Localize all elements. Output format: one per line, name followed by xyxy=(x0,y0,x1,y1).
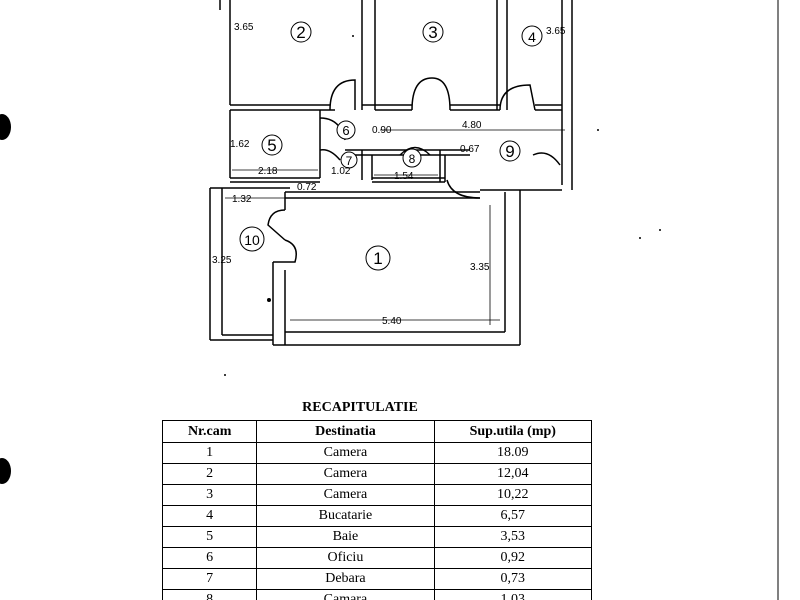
room-number-5: 5 xyxy=(267,136,276,155)
dimension-0-72: 0.72 xyxy=(297,182,317,193)
cell-nr: 4 xyxy=(161,505,258,527)
room-number-9: 9 xyxy=(505,142,514,161)
table-row: 1 Camera 18.09 xyxy=(161,442,593,464)
recap-title: RECAPITULATIE xyxy=(302,400,418,415)
header-destinatia: Destinatia xyxy=(256,420,435,443)
room-number-2: 2 xyxy=(296,23,305,42)
header-nr-cam: Nr.cam xyxy=(161,420,258,443)
dimension-5-40: 5.40 xyxy=(382,316,402,327)
recap-table: Nr.cam Destinatia Sup.utila (mp) 1 Camer… xyxy=(161,420,593,600)
cell-nr: 8 xyxy=(161,589,258,600)
cell-dest: Bucatarie xyxy=(256,505,435,527)
punch-hole-bottom xyxy=(0,458,11,484)
cell-sup: 3,53 xyxy=(433,526,593,548)
table-row: 7 Debara 0,73 xyxy=(161,568,593,590)
cell-dest: Camara xyxy=(256,589,435,600)
cell-sup: 0,73 xyxy=(433,568,593,590)
dimension-2-18: 2.18 xyxy=(258,166,278,177)
cell-sup: 1,03 xyxy=(433,589,593,600)
table-row: 3 Camera 10,22 xyxy=(161,484,593,506)
table-row: 4 Bucatarie 6,57 xyxy=(161,505,593,527)
dimension-1-62: 1.62 xyxy=(230,139,250,150)
table-row: 6 Oficiu 0,92 xyxy=(161,547,593,569)
room-number-1: 1 xyxy=(373,249,382,268)
cell-nr: 5 xyxy=(161,526,258,548)
table-row: 2 Camera 12,04 xyxy=(161,463,593,485)
dimension-4-80: 4.80 xyxy=(462,120,482,131)
cell-nr: 6 xyxy=(161,547,258,569)
dimension-1-02: 1.02 xyxy=(331,166,351,177)
dimension-1-32: 1.32 xyxy=(232,194,252,205)
cell-nr: 2 xyxy=(161,463,258,485)
header-sup-utila: Sup.utila (mp) xyxy=(433,420,593,443)
cell-nr: 7 xyxy=(161,568,258,590)
dimension-3-25: 3.25 xyxy=(212,255,232,266)
dimension-3-65-right: 3.65 xyxy=(546,26,566,37)
dimension-0-90: 0.90 xyxy=(372,125,392,136)
dimension-1-54: 1.54 xyxy=(394,171,414,182)
room-number-10: 10 xyxy=(244,232,260,248)
cell-sup: 6,57 xyxy=(433,505,593,527)
cell-dest: Camera xyxy=(256,442,435,464)
cell-dest: Camera xyxy=(256,463,435,485)
cell-nr: 3 xyxy=(161,484,258,506)
room-number-3: 3 xyxy=(428,23,437,42)
cell-dest: Baie xyxy=(256,526,435,548)
room-number-8: 8 xyxy=(409,152,416,166)
recap-header-row: Nr.cam Destinatia Sup.utila (mp) xyxy=(161,420,593,443)
cell-sup: 12,04 xyxy=(433,463,593,485)
cell-dest: Oficiu xyxy=(256,547,435,569)
room-number-7: 7 xyxy=(346,154,353,168)
dimension-0-67: 0.67 xyxy=(460,144,480,155)
cell-sup: 10,22 xyxy=(433,484,593,506)
dimension-3-65-left: 3.65 xyxy=(234,22,254,33)
cell-sup: 18.09 xyxy=(433,442,593,464)
room-number-4: 4 xyxy=(528,29,536,45)
cell-dest: Debara xyxy=(256,568,435,590)
punch-hole-top xyxy=(0,114,11,140)
table-row: 5 Baie 3,53 xyxy=(161,526,593,548)
room-number-6: 6 xyxy=(342,123,349,138)
cell-nr: 1 xyxy=(161,442,258,464)
cell-sup: 0,92 xyxy=(433,547,593,569)
dimension-3-35: 3.35 xyxy=(470,262,490,273)
table-row: 8 Camara 1,03 xyxy=(161,589,593,600)
cell-dest: Camera xyxy=(256,484,435,506)
